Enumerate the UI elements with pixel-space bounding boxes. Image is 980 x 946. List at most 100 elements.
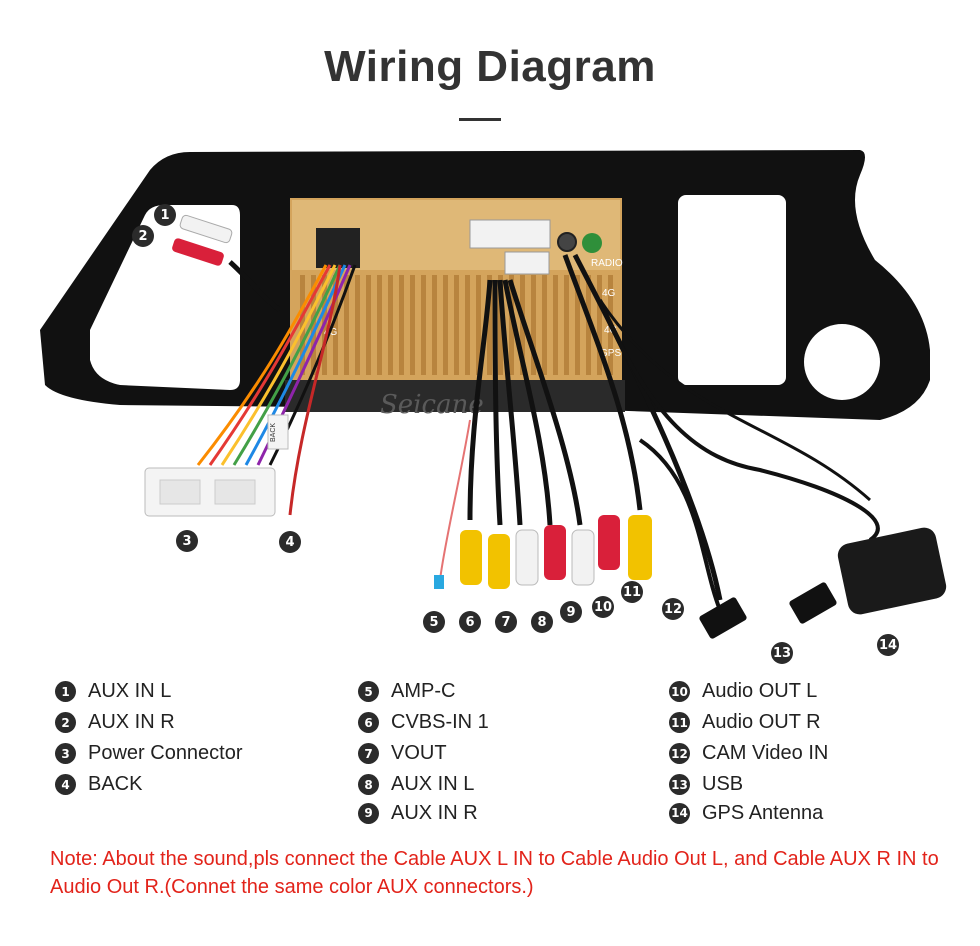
gps-socket-green bbox=[582, 233, 602, 253]
heatsink-fin bbox=[432, 275, 437, 375]
legend-number: 6 bbox=[358, 712, 379, 733]
legend-item: 2 AUX IN R bbox=[55, 707, 243, 738]
main-connector-block bbox=[469, 219, 551, 249]
legend-number: 9 bbox=[358, 802, 379, 824]
rca-aux-in-r2-plug bbox=[544, 525, 566, 580]
legend-item: 12 CAM Video IN bbox=[669, 738, 828, 769]
callout-13: 13 bbox=[771, 642, 793, 664]
legend-label: BACK bbox=[88, 773, 143, 795]
head-unit-lower-plate bbox=[285, 380, 625, 412]
callout-5: 5 bbox=[423, 611, 445, 633]
legend-label: CAM Video IN bbox=[702, 742, 829, 764]
legend-item: 8 AUX IN L bbox=[358, 769, 489, 800]
rca-aux-in-r-plug bbox=[172, 238, 224, 266]
rca-aux-in-l-plug bbox=[179, 214, 233, 244]
legend-number: 4 bbox=[55, 774, 76, 795]
legend-item: 10 Audio OUT L bbox=[669, 676, 828, 707]
legend-number: 12 bbox=[669, 743, 690, 764]
rca-audio-out-l-plug bbox=[571, 529, 595, 586]
brand-watermark: Seicane bbox=[380, 390, 484, 420]
usb-cable-2 bbox=[638, 438, 722, 611]
legend-item: 4 BACK bbox=[55, 769, 243, 800]
legend-label: Audio OUT R bbox=[702, 711, 821, 733]
heatsink-fin bbox=[498, 275, 503, 375]
legend-column-3: 10 Audio OUT L 11 Audio OUT R 12 CAM Video … bbox=[669, 676, 828, 826]
rca-plugs bbox=[460, 515, 652, 589]
radio-socket bbox=[557, 232, 577, 252]
heatsink-fin bbox=[553, 275, 558, 375]
aux-connector-block bbox=[504, 251, 550, 275]
usb-plug-1 bbox=[699, 597, 747, 639]
wiring-diagram-illustration: Seicane RADIO 4G 4G GPS 4G BACK bbox=[40, 150, 947, 639]
svg-text:RADIO: RADIO bbox=[591, 258, 623, 269]
title-underline bbox=[459, 118, 501, 121]
legend-label: AMP-C bbox=[391, 680, 456, 702]
callout-11: 11 bbox=[621, 581, 643, 603]
legend-label: Power Connector bbox=[88, 742, 243, 764]
svg-text:4G: 4G bbox=[602, 288, 616, 299]
heatsink-fin bbox=[476, 275, 481, 375]
heatsink-fin bbox=[509, 275, 514, 375]
heatsink-fin bbox=[355, 275, 360, 375]
callout-7: 7 bbox=[495, 611, 517, 633]
right-round-cutout bbox=[804, 324, 880, 400]
legend-label: GPS Antenna bbox=[702, 801, 824, 824]
legend-label: AUX IN R bbox=[391, 801, 478, 824]
heatsink-fin bbox=[333, 275, 338, 375]
heatsink-fin bbox=[421, 275, 426, 375]
legend-label: CVBS-IN 1 bbox=[391, 711, 489, 733]
power-wire-bundle bbox=[196, 264, 357, 516]
legend-label: Audio OUT L bbox=[702, 680, 818, 702]
legend-number: 13 bbox=[669, 774, 690, 795]
callout-3: 3 bbox=[176, 530, 198, 552]
gps-cable bbox=[598, 299, 871, 502]
callout-10: 10 bbox=[592, 596, 614, 618]
heatsink-fin bbox=[542, 275, 547, 375]
legend-number: 2 bbox=[55, 712, 76, 733]
rca-aux-in-l2-plug bbox=[515, 529, 539, 586]
rca-audio-out-r-plug bbox=[598, 515, 620, 570]
legend-number: 10 bbox=[669, 681, 690, 702]
legend-item: 1 AUX IN L bbox=[55, 676, 243, 707]
heatsink-fin bbox=[454, 275, 459, 375]
legend-label: USB bbox=[702, 773, 744, 795]
legend-label: AUX IN R bbox=[88, 711, 175, 733]
heatsink-fin bbox=[399, 275, 404, 375]
legend-label: VOUT bbox=[391, 742, 447, 764]
legend-label: AUX IN L bbox=[88, 680, 172, 702]
heatsink-fin bbox=[366, 275, 371, 375]
heatsink-fin bbox=[465, 275, 470, 375]
svg-text:4G: 4G bbox=[604, 325, 618, 336]
right-vent-cutout bbox=[678, 195, 786, 385]
legend-item: 11 Audio OUT R bbox=[669, 707, 828, 738]
rca-cvbs-in1-plug bbox=[460, 530, 482, 585]
svg-text:GPS: GPS bbox=[600, 348, 621, 359]
legend-number: 1 bbox=[55, 681, 76, 702]
amp-c-tip bbox=[434, 575, 444, 589]
heatsink-fin bbox=[443, 275, 448, 375]
legend-number: 7 bbox=[358, 743, 379, 764]
heatsink-fin bbox=[531, 275, 536, 375]
heatsink-fin bbox=[344, 275, 349, 375]
page-title: Wiring Diagram bbox=[324, 42, 656, 91]
callout-9: 9 bbox=[560, 601, 582, 623]
rca-cam-video-in-plug bbox=[628, 515, 652, 580]
legend-label: AUX IN L bbox=[391, 773, 475, 795]
legend-item: 13 USB bbox=[669, 769, 828, 800]
legend-number: 8 bbox=[358, 774, 379, 795]
amp-c-wire bbox=[439, 419, 471, 581]
legend-number: 11 bbox=[669, 712, 690, 733]
usb-cable bbox=[598, 299, 880, 542]
heatsink-fin bbox=[575, 275, 580, 375]
callout-8: 8 bbox=[531, 611, 553, 633]
heatsink-fin bbox=[300, 275, 305, 375]
legend-item: 7 VOUT bbox=[358, 738, 489, 769]
usb-plug-2 bbox=[789, 582, 837, 624]
callout-6: 6 bbox=[459, 611, 481, 633]
callout-14: 14 bbox=[877, 634, 899, 656]
heatsink-fin bbox=[410, 275, 415, 375]
